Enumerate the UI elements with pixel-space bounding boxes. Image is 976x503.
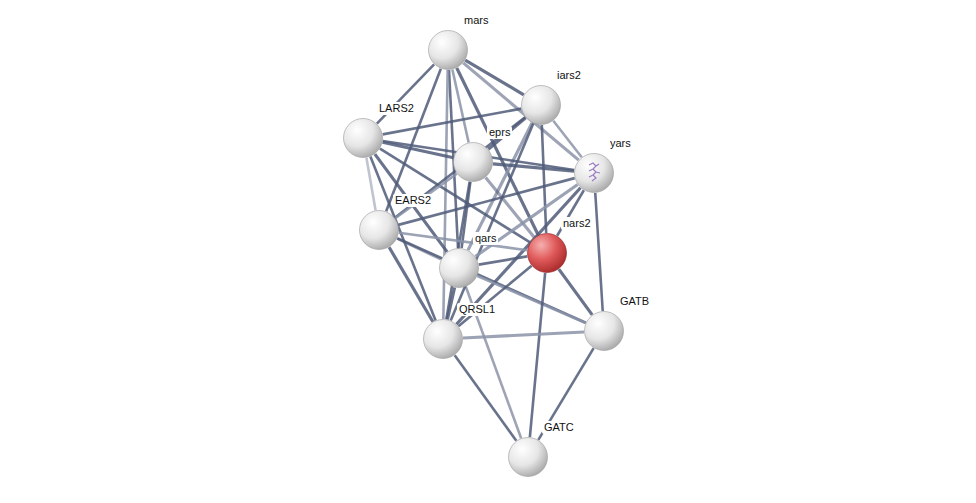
protein-label: eprs (487, 126, 512, 139)
protein-node: mars (428, 30, 468, 70)
protein-node: LARS2 (343, 118, 383, 158)
structure-icon (589, 163, 600, 181)
interaction-line (542, 125, 546, 233)
node-sphere (359, 210, 399, 250)
sphere (429, 31, 468, 70)
protein-node: GATB (584, 311, 624, 351)
node-sphere (423, 319, 463, 359)
protein-label: GATB (618, 295, 651, 308)
node-sphere (439, 248, 479, 288)
protein-node: EARS2 (359, 210, 399, 250)
sphere (344, 119, 383, 158)
interaction-line (559, 269, 592, 315)
interaction-line (452, 70, 468, 143)
sphere (528, 234, 567, 273)
interaction-line (389, 247, 433, 322)
interaction-line (479, 256, 528, 264)
interaction-line (530, 273, 545, 437)
protein-label: mars (462, 14, 490, 27)
protein-label: GATC (542, 421, 576, 434)
protein-label: iars2 (555, 69, 583, 82)
interaction-line (468, 123, 532, 250)
sphere (509, 438, 548, 477)
node-sphere (574, 153, 614, 193)
protein-label: EARS2 (393, 194, 433, 207)
protein-node: qars (439, 248, 479, 288)
protein-label: yars (608, 137, 633, 150)
protein-node: nars2 (527, 233, 567, 273)
protein-node: iars2 (521, 85, 561, 125)
protein-label: qars (473, 232, 498, 245)
sphere (575, 154, 614, 193)
protein-node: yars (574, 153, 614, 193)
interaction-line (595, 193, 602, 311)
protein-node: eprs (453, 142, 493, 182)
interaction-line (493, 164, 574, 171)
protein-label: nars2 (561, 217, 593, 230)
node-sphere (343, 118, 383, 158)
protein-node: GATC (508, 437, 548, 477)
node-sphere (584, 311, 624, 351)
sphere (440, 249, 479, 288)
interaction-line (553, 121, 581, 157)
protein-label: QRSL1 (457, 303, 497, 316)
node-sphere (453, 142, 493, 182)
node-sphere (508, 437, 548, 477)
protein-node: QRSL1 (423, 319, 463, 359)
node-sphere (428, 30, 468, 70)
sphere (585, 312, 624, 351)
protein-label: LARS2 (377, 102, 416, 115)
node-sphere (521, 85, 561, 125)
sphere (360, 211, 399, 250)
interaction-line (456, 188, 580, 324)
interaction-line (455, 355, 517, 441)
interaction-line (377, 64, 434, 123)
interaction-line (463, 332, 584, 338)
interaction-line (447, 288, 454, 320)
sphere (424, 320, 463, 359)
node-sphere (527, 233, 567, 273)
interaction-line (486, 178, 535, 238)
interaction-line (538, 348, 593, 440)
sphere (454, 143, 493, 182)
sphere (522, 86, 561, 125)
